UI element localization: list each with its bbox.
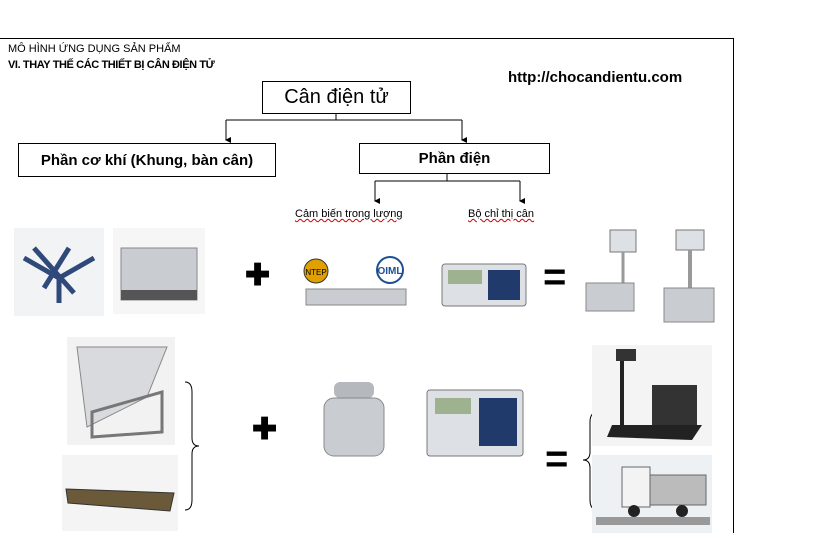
weight-indicator-image bbox=[441, 263, 527, 307]
website-url[interactable]: http://chocandientu.com bbox=[508, 69, 683, 86]
platform-scale-image bbox=[113, 228, 205, 314]
slide-border-top bbox=[0, 38, 734, 39]
slide-border-right bbox=[733, 38, 734, 533]
weighing-frame-image bbox=[14, 228, 104, 316]
floor-scale-image bbox=[67, 337, 175, 445]
pallet-scale-image bbox=[592, 345, 712, 446]
bench-scale-image bbox=[585, 229, 637, 312]
indicator-label: Bộ chỉ thị cân bbox=[468, 208, 535, 220]
weight-indicator-image-2 bbox=[426, 389, 524, 457]
mechanical-part-box: Phần cơ khí (Khung, bàn cân) bbox=[18, 143, 276, 177]
column-scale-image bbox=[663, 229, 715, 323]
plus-icon: ✚ bbox=[252, 413, 278, 446]
load-cell-image: NTEP OIML bbox=[303, 256, 407, 306]
truck-on-scale-image bbox=[592, 455, 712, 533]
slide-title: VI. THAY THẾ CÁC THIẾT BỊ CÂN ĐIỆN TỬ bbox=[8, 59, 215, 71]
equals-sign-1: = bbox=[543, 255, 567, 299]
svg-text:OIML: OIML bbox=[378, 266, 403, 277]
electrical-part-box: Phần điện bbox=[359, 143, 550, 174]
truck-scale-platform-image bbox=[62, 455, 178, 531]
slide-subtitle: MÔ HÌNH ỨNG DỤNG SẢN PHẨM bbox=[8, 43, 181, 55]
load-cell-label: Cảm biến trong lượng bbox=[295, 208, 403, 220]
root-box-can-dien-tu: Cân điện tử bbox=[262, 81, 411, 114]
svg-text:NTEP: NTEP bbox=[305, 268, 326, 277]
compression-load-cell-image bbox=[323, 382, 385, 457]
plus-icon: ✚ bbox=[245, 259, 271, 292]
equals-sign-2: = bbox=[545, 437, 569, 481]
